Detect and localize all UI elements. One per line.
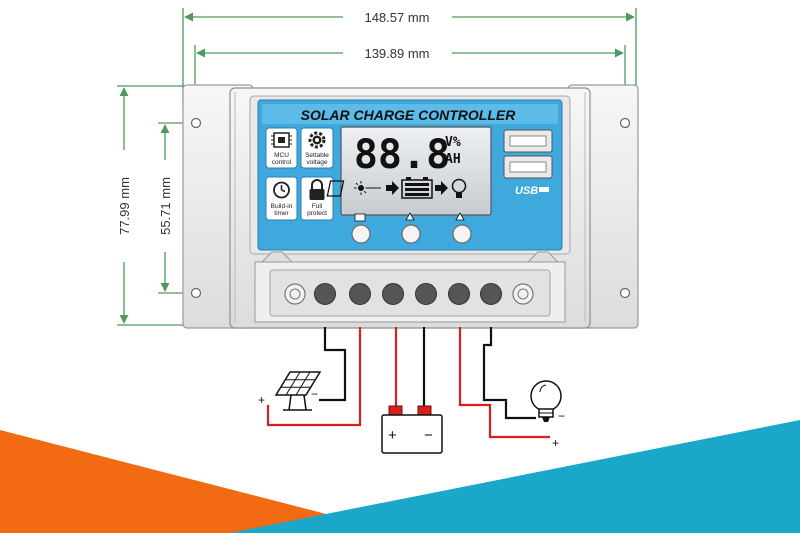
sun-panel-icon: [326, 180, 381, 197]
battery-icon: [401, 177, 433, 199]
face-panel: SOLAR CHARGE CONTROLLER MCU control Sett…: [257, 99, 563, 251]
terminal-block: [254, 251, 566, 323]
feature-protect-line2: protect: [307, 210, 327, 217]
mount-hole: [619, 287, 631, 299]
chip-icon: [271, 132, 292, 148]
feature-mcu-line1: MCU: [274, 152, 289, 159]
feature-timer-line1: Build-in: [271, 203, 293, 210]
terminal-screw: [349, 283, 371, 305]
load-negative-wire: [482, 327, 536, 420]
terminal-screw: [415, 283, 437, 305]
feature-timer: Build-in timer: [265, 176, 298, 221]
terminal-screw: [480, 283, 502, 305]
mount-hole: [619, 117, 631, 129]
clock-icon: [273, 181, 290, 199]
terminal-screw: [448, 283, 470, 305]
bulb-icon: [451, 178, 467, 198]
menu-button-icon: [354, 213, 366, 222]
down-button[interactable]: [452, 224, 472, 244]
feature-voltage-line1: Settable: [305, 152, 329, 159]
usb-ports: USB: [503, 129, 553, 197]
lock-icon: [309, 179, 325, 200]
mount-hole: [190, 117, 202, 129]
solar-negative-wire: [319, 327, 347, 402]
solar-positive-wire: [266, 327, 362, 427]
feature-mcu-line2: control: [272, 159, 292, 166]
load-positive-wire: [458, 327, 550, 439]
terminal-vent: [284, 283, 306, 305]
battery-plus-sign: +: [388, 427, 397, 444]
lcd-display: 88.8 V% AH: [326, 126, 492, 216]
mount-hole: [190, 287, 202, 299]
usb-label: USB: [515, 185, 538, 197]
wires: [266, 327, 550, 439]
down-button-icon: [455, 212, 465, 221]
terminal-screw: [382, 283, 404, 305]
terminal-screw: [314, 283, 336, 305]
inner-width-label: 139.89 mm: [364, 46, 429, 61]
feature-protect-line1: Full: [312, 203, 323, 210]
solar-plus-sign: +: [258, 393, 265, 407]
lcd-digits: 88.8: [354, 132, 450, 178]
usb-symbol-icon: [539, 187, 549, 192]
feature-voltage-line2: voltage: [307, 159, 328, 166]
light-bulb-icon: [530, 380, 562, 422]
panel-title: SOLAR CHARGE CONTROLLER: [301, 107, 517, 123]
arrow-icon: [386, 181, 399, 195]
outer-height-label: 77.99 mm: [117, 177, 132, 235]
outer-width-label: 148.57 mm: [364, 10, 429, 25]
solar-panel-icon: [274, 371, 322, 411]
lcd-unit-top: V%: [445, 135, 461, 150]
battery-symbol-icon: [381, 405, 443, 454]
load-plus-sign: +: [552, 436, 559, 450]
feature-voltage: Settable voltage: [300, 127, 334, 169]
load-minus-sign: −: [558, 409, 565, 423]
feature-timer-line2: timer: [274, 210, 289, 217]
cyan-band: [230, 420, 800, 533]
terminal-vent: [512, 283, 534, 305]
feature-mcu: MCU control: [265, 127, 298, 169]
arrow-icon: [435, 181, 448, 195]
solar-minus-sign: −: [311, 387, 318, 401]
gear-icon: [308, 131, 326, 149]
feature-protect: Full protect: [300, 176, 334, 221]
menu-button[interactable]: [351, 224, 371, 244]
lcd-unit-bottom: AH: [445, 152, 461, 167]
up-button-icon: [405, 212, 415, 221]
up-button[interactable]: [401, 224, 421, 244]
inner-height-label: 55.71 mm: [158, 177, 173, 235]
orange-band: [0, 430, 400, 533]
battery-minus-sign: −: [424, 427, 433, 444]
